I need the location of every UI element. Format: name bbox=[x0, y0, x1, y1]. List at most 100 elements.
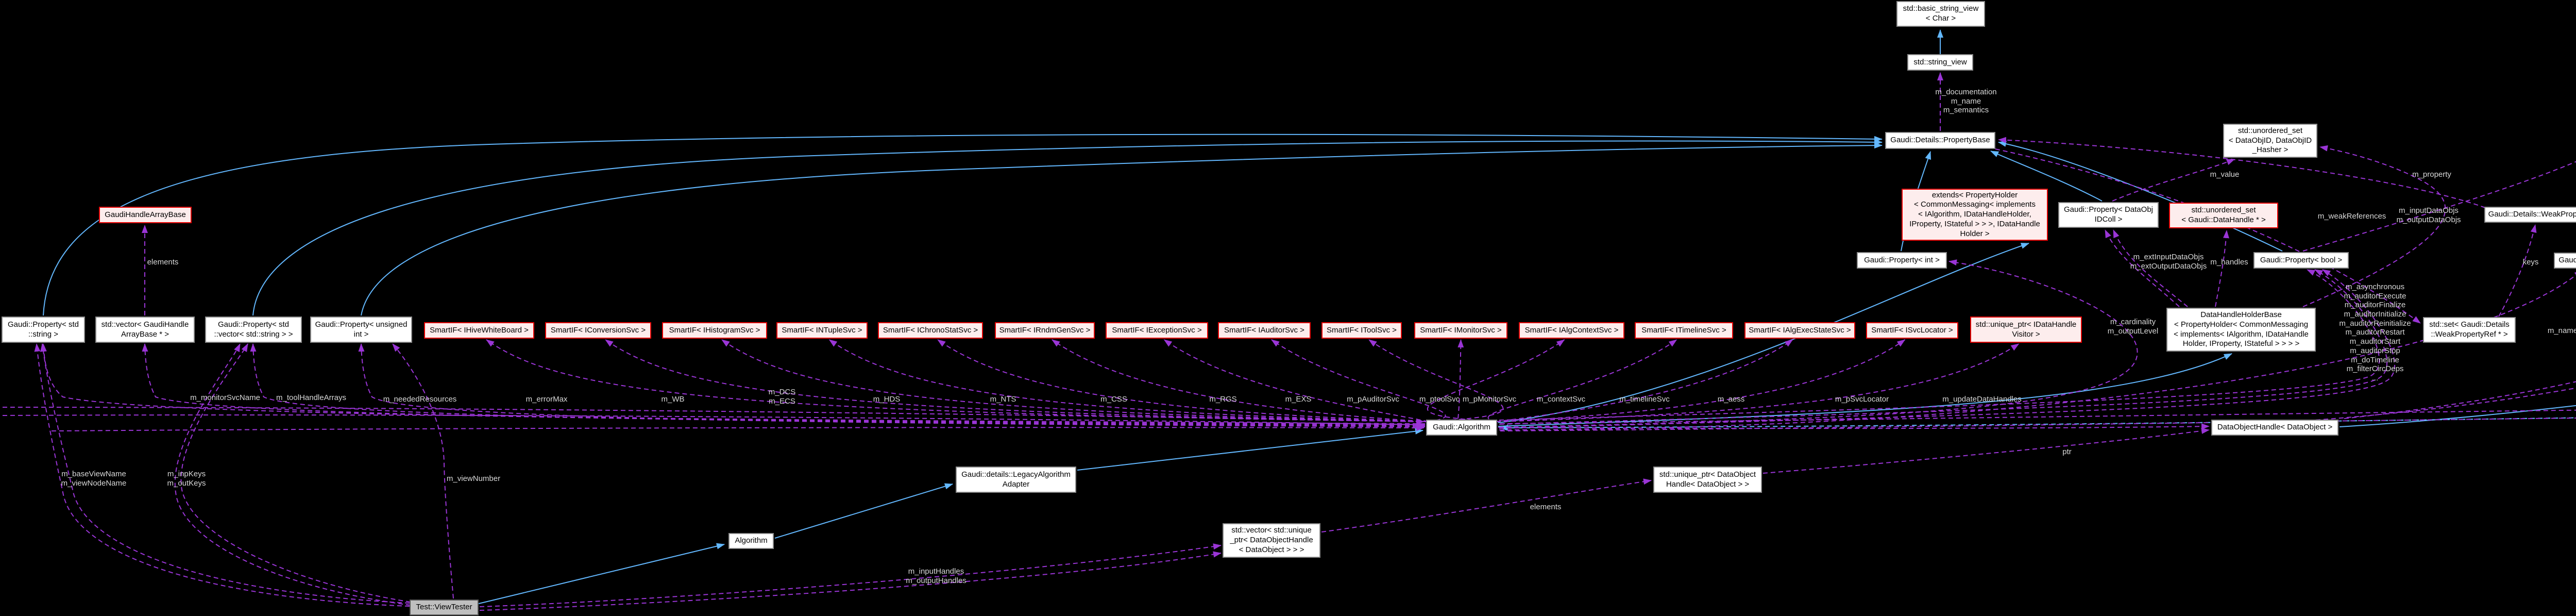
node-s_ihwb[interactable]: SmartIF< IHiveWhiteBoard > bbox=[424, 322, 534, 339]
usage-edge bbox=[2215, 230, 2229, 307]
node-prop_vecstr[interactable]: Gaudi::Property< std ::vector< std::stri… bbox=[205, 317, 302, 343]
node-s_ialgctx[interactable]: SmartIF< IAlgContextSvc > bbox=[1519, 322, 1624, 339]
inheritance-edge bbox=[2339, 405, 2576, 427]
node-prop_dataobjidcoll[interactable]: Gaudi::Property< DataObj IDColl > bbox=[2058, 202, 2159, 228]
edge-label-L22: m_cardinality m_outputLevel bbox=[2107, 318, 2159, 336]
inheritance-edge bbox=[361, 142, 1883, 316]
node-vec_uptr_doh[interactable]: std::vector< std::unique _ptr< DataObjec… bbox=[1223, 523, 1320, 558]
inheritance-edge bbox=[252, 139, 1883, 316]
node-s_irgs[interactable]: SmartIF< IRndmGenSvc > bbox=[995, 322, 1095, 339]
edge-label-L32: m_RGS bbox=[1209, 395, 1237, 404]
node-algorithm[interactable]: Algorithm bbox=[728, 533, 774, 549]
inheritance-edge bbox=[1990, 151, 2103, 202]
node-set_wpr[interactable]: std::set< Gaudi::Details ::WeakPropertyR… bbox=[2423, 317, 2516, 343]
edge-label-L01: m_documentation m_name m_semantics bbox=[1935, 88, 1997, 115]
node-uptr_doh[interactable]: std::unique_ptr< DataObject Handle< Data… bbox=[1653, 467, 1762, 493]
usage-edge bbox=[1271, 339, 1446, 422]
usage-edge bbox=[605, 339, 1429, 422]
edge-label-L47: m_viewNumber bbox=[446, 474, 501, 483]
usage-edge bbox=[1496, 339, 1793, 422]
usage-edge bbox=[174, 343, 411, 606]
node-basic_string_view[interactable]: std::basic_string_view < Char > bbox=[1896, 1, 1985, 27]
node-s_icsv[interactable]: SmartIF< IConversionSvc > bbox=[545, 322, 651, 339]
usage-edge bbox=[34, 343, 410, 607]
edge-label-L29: m_HDS bbox=[873, 395, 901, 404]
node-s_ihsv[interactable]: SmartIF< IHistogramSvc > bbox=[662, 322, 767, 339]
usage-edge bbox=[1496, 343, 2020, 422]
node-vec_ghab[interactable]: std::vector< GaudiHandle ArrayBase * > bbox=[95, 317, 195, 343]
node-prop_string[interactable]: Gaudi::Property< std ::string > bbox=[2, 317, 85, 343]
edge-label-L25: m_neededResources bbox=[383, 395, 457, 404]
usage-edge bbox=[2113, 229, 2188, 307]
node-prop_bool[interactable]: Gaudi::Property< bool > bbox=[2253, 252, 2349, 269]
usage-edge bbox=[51, 424, 1425, 431]
node-s_imon[interactable]: SmartIF< IMonitorSvc > bbox=[1414, 322, 1507, 339]
usage-edge bbox=[1499, 269, 2388, 425]
usage-edge bbox=[2, 414, 1425, 428]
usage-edge bbox=[1499, 270, 2576, 430]
usage-edge bbox=[1499, 269, 2396, 429]
edge-label-L45: m_baseViewName m_viewNodeName bbox=[61, 470, 127, 488]
usage-edge bbox=[479, 551, 1222, 611]
edge-label-L18: m_asynchronous m_auditorExecute m_audito… bbox=[2339, 282, 2411, 382]
edge-label-L24: m_toolHandleArrays bbox=[276, 393, 346, 402]
usage-edge bbox=[40, 343, 410, 604]
edge-label-L38: m_timelineSvc bbox=[1619, 395, 1670, 404]
node-s_itml[interactable]: SmartIF< ITimelineSvc > bbox=[1635, 322, 1733, 339]
node-s_isvcloc[interactable]: SmartIF< ISvcLocator > bbox=[1866, 322, 1958, 339]
node-s_iaess[interactable]: SmartIF< IAlgExecStateSvc > bbox=[1744, 322, 1855, 339]
node-property_base[interactable]: Gaudi::Details::PropertyBase bbox=[1885, 132, 1995, 149]
usage-edge bbox=[1998, 137, 2486, 208]
usage-edge bbox=[40, 343, 1426, 424]
node-weakpropref[interactable]: Gaudi::Details::WeakPropertyRef bbox=[2484, 207, 2576, 223]
usage-edge bbox=[479, 543, 1222, 607]
node-prop_int[interactable]: Gaudi::Property< int > bbox=[1857, 252, 1947, 269]
usage-edge bbox=[2112, 159, 2235, 202]
edge-label-L42: ptr bbox=[2062, 447, 2072, 456]
node-prop_uint[interactable]: Gaudi::Property< unsigned int > bbox=[310, 317, 412, 343]
node-galg[interactable]: Gaudi::Algorithm bbox=[1426, 420, 1497, 436]
node-stringkey[interactable]: Gaudi::StringKey bbox=[2554, 253, 2576, 269]
node-s_ints[interactable]: SmartIF< INTupleSvc > bbox=[776, 322, 868, 339]
node-dhhb[interactable]: DataHandleHolderBase < PropertyHolder< C… bbox=[2166, 308, 2316, 352]
edge-label-L39: m_aess bbox=[1717, 395, 1745, 404]
edge-label-L02: m_value bbox=[2210, 170, 2240, 179]
node-string_view[interactable]: std::string_view bbox=[1907, 54, 1973, 71]
edge-label-L08: m_inputDataObjs m_outputDataObjs bbox=[2396, 206, 2461, 224]
node-uset_datahandle[interactable]: std::unordered_set < Gaudi::DataHandle *… bbox=[2169, 203, 2278, 228]
usage-edge bbox=[2498, 224, 2537, 317]
edge-label-L27: m_WB bbox=[661, 395, 685, 404]
usage-edge bbox=[1762, 428, 2210, 474]
node-test_viewtester[interactable]: Test::ViewTester bbox=[410, 600, 479, 615]
usage-edge bbox=[2105, 229, 2180, 307]
usage-edge bbox=[1427, 339, 1565, 422]
usage-edge bbox=[1487, 339, 1677, 422]
edge-label-L31: m_CSS bbox=[1100, 395, 1127, 404]
node-uset_dataobjid[interactable]: std::unordered_set < DataObjID, DataObjI… bbox=[2223, 124, 2317, 158]
usage-edge bbox=[721, 339, 1429, 422]
edge-label-L07: m_weakReferences bbox=[2317, 212, 2386, 221]
node-extends_box[interactable]: extends< PropertyHolder < CommonMessagin… bbox=[1902, 189, 2048, 241]
edge-label-L26: m_errorMax bbox=[526, 395, 568, 404]
edge-label-L33: m_EXS bbox=[1285, 395, 1312, 404]
edge-label-L35: m_ptoolSvc bbox=[1419, 395, 1460, 404]
node-s_iaud[interactable]: SmartIF< IAuditorSvc > bbox=[1218, 322, 1311, 339]
node-s_icss[interactable]: SmartIF< IChronoStatSvc > bbox=[878, 322, 983, 339]
edge-label-L11: keys bbox=[2522, 258, 2539, 267]
edge-label-L37: m_contextSvc bbox=[1536, 395, 1586, 404]
inheritance-edge bbox=[1077, 428, 1423, 471]
node-s_itool[interactable]: SmartIF< IToolSvc > bbox=[1321, 322, 1402, 339]
edge-label-L46: m_inpKeys m_outKeys bbox=[167, 470, 206, 488]
node-legacy[interactable]: Gaudi::details::LegacyAlgorithm Adapter bbox=[956, 467, 1076, 493]
inheritance-edge bbox=[478, 543, 725, 604]
usage-edge bbox=[1163, 339, 1429, 422]
edge-label-L09: m_extInputDataObjs m_extOutputDataObjs bbox=[2130, 253, 2207, 271]
node-uptr_visitor[interactable]: std::unique_ptr< IDataHandle Visitor > bbox=[1970, 317, 2082, 343]
usage-edge bbox=[1498, 259, 2138, 428]
edge-label-L44: m_inputHandles m_outputHandles bbox=[906, 567, 967, 585]
node-doh[interactable]: DataObjectHandle< DataObject > bbox=[2211, 420, 2338, 436]
usage-edge bbox=[2292, 387, 2576, 422]
edge-label-L36: m_pMonitorSvc bbox=[1462, 395, 1517, 404]
node-ghab[interactable]: GaudiHandleArrayBase bbox=[99, 207, 192, 223]
node-s_iexs[interactable]: SmartIF< IExceptionSvc > bbox=[1106, 322, 1208, 339]
